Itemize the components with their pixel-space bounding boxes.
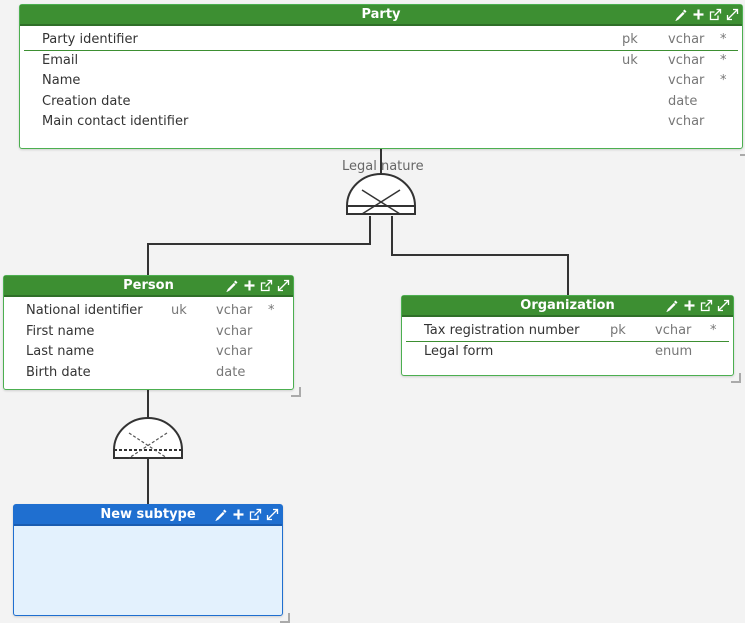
attribute-row[interactable]: Birth date date: [4, 363, 293, 384]
attribute-type: vchar: [668, 52, 705, 68]
plus-icon[interactable]: [232, 508, 245, 521]
attribute-row[interactable]: Legal form enum: [402, 342, 733, 363]
attribute-name: Birth date: [26, 364, 91, 380]
pipette-icon[interactable]: [226, 279, 239, 292]
attribute-row[interactable]: Last name vchar: [4, 342, 293, 363]
entity-toolbar: [226, 276, 290, 295]
resize-handle[interactable]: [291, 387, 301, 397]
expand-icon[interactable]: [266, 508, 279, 521]
attribute-type: enum: [655, 343, 693, 359]
attribute-required: *: [720, 52, 727, 68]
attribute-required: *: [720, 32, 727, 47]
attribute-row[interactable]: Name vchar *: [20, 71, 742, 92]
open-external-icon[interactable]: [709, 8, 722, 21]
entity-header[interactable]: New subtype: [14, 505, 282, 526]
connector-cluster-person: [147, 216, 371, 276]
attribute-key: uk: [622, 52, 638, 68]
attribute-required: *: [710, 323, 717, 338]
attribute-type: vchar: [655, 323, 692, 338]
attribute-type: vchar: [216, 344, 253, 359]
attribute-type: vchar: [668, 73, 705, 88]
attribute-type: vchar: [668, 114, 705, 129]
legal-nature-label: Legal nature: [342, 159, 424, 174]
entity-organization[interactable]: Organization Tax registration number pk vc…: [401, 295, 741, 383]
resize-handle[interactable]: [740, 146, 745, 156]
pipette-icon[interactable]: [675, 8, 688, 21]
attribute-list: [14, 526, 282, 530]
attribute-type: vchar: [668, 32, 705, 47]
entity-header[interactable]: Organization: [402, 296, 733, 317]
entity-title: Person: [123, 278, 174, 293]
attribute-list: Tax registration number pk vchar * Legal for…: [402, 317, 733, 362]
plus-icon[interactable]: [243, 279, 256, 292]
plus-icon[interactable]: [692, 8, 705, 21]
entity-toolbar: [666, 296, 730, 315]
entity-new-subtype[interactable]: New subtype: [13, 504, 290, 623]
attribute-name: Legal form: [424, 343, 494, 359]
entity-party[interactable]: Party Party identifier pk vchar * Email uk vch…: [19, 4, 745, 156]
person-subtype-cluster-symbol[interactable]: [113, 417, 183, 459]
attribute-row[interactable]: National identifier uk vchar *: [4, 301, 293, 322]
attribute-key: uk: [171, 303, 187, 318]
expand-icon[interactable]: [277, 279, 290, 292]
attribute-name: First name: [26, 323, 95, 339]
entity-title: Party: [361, 7, 401, 22]
attribute-type: date: [668, 93, 698, 109]
attribute-required: *: [268, 303, 275, 318]
attribute-name: Email: [42, 52, 79, 68]
attribute-type: vchar: [216, 303, 253, 318]
attribute-row[interactable]: Creation date date: [20, 92, 742, 113]
plus-icon[interactable]: [683, 299, 696, 312]
attribute-name: Tax registration number: [424, 323, 580, 338]
connector-cluster-organization: [391, 216, 569, 296]
attribute-name: Creation date: [42, 93, 131, 109]
legal-nature-cluster-symbol[interactable]: [346, 173, 416, 215]
entity-toolbar: [215, 505, 279, 524]
attribute-list: National identifier uk vchar * First name vch…: [4, 297, 293, 383]
entity-title: Organization: [520, 298, 615, 313]
attribute-row[interactable]: Main contact identifier vchar: [20, 112, 742, 133]
entity-title: New subtype: [100, 507, 196, 522]
expand-icon[interactable]: [717, 299, 730, 312]
attribute-row[interactable]: First name vchar: [4, 322, 293, 343]
attribute-name: Name: [42, 73, 81, 88]
pipette-icon[interactable]: [215, 508, 228, 521]
attribute-row[interactable]: Party identifier pk vchar *: [20, 30, 742, 51]
open-external-icon[interactable]: [260, 279, 273, 292]
attribute-type: date: [216, 364, 246, 380]
resize-handle[interactable]: [280, 613, 290, 623]
open-external-icon[interactable]: [249, 508, 262, 521]
resize-handle[interactable]: [731, 373, 741, 383]
entity-toolbar: [675, 5, 739, 24]
attribute-key: pk: [610, 323, 626, 338]
attribute-row[interactable]: Tax registration number pk vchar *: [402, 321, 733, 342]
attribute-name: National identifier: [26, 303, 143, 318]
open-external-icon[interactable]: [700, 299, 713, 312]
entity-header[interactable]: Person: [4, 276, 293, 297]
pipette-icon[interactable]: [666, 299, 679, 312]
attribute-key: pk: [622, 32, 638, 47]
expand-icon[interactable]: [726, 8, 739, 21]
attribute-name: Main contact identifier: [42, 114, 189, 129]
attribute-row[interactable]: Email uk vchar *: [20, 51, 742, 72]
entity-header[interactable]: Party: [20, 5, 742, 26]
attribute-type: vchar: [216, 323, 253, 339]
attribute-name: Last name: [26, 344, 95, 359]
attribute-name: Party identifier: [42, 32, 138, 47]
attribute-required: *: [720, 73, 727, 88]
entity-person[interactable]: Person National identifier uk vchar * First …: [3, 275, 301, 397]
